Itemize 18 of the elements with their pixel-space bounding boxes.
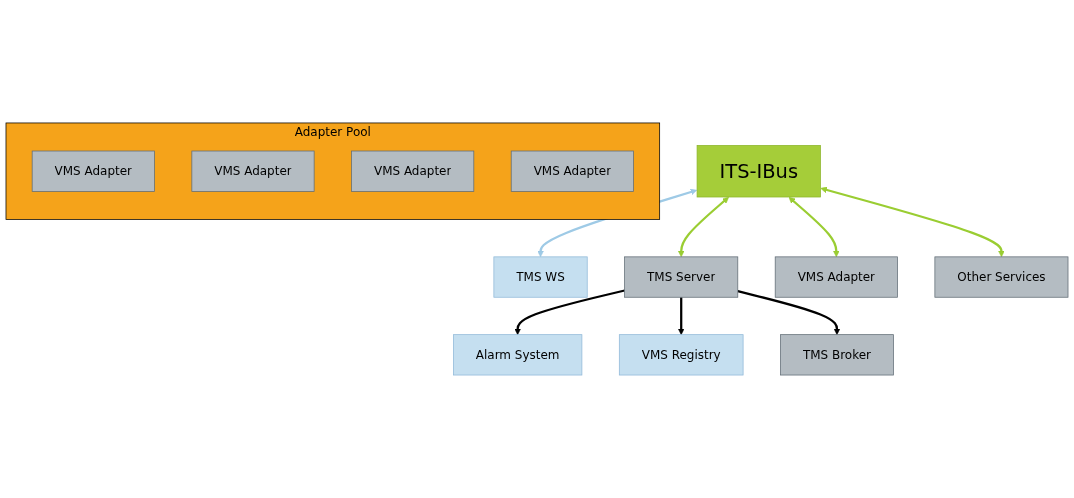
node-box: VMS Adapter xyxy=(774,256,898,298)
arrow xyxy=(820,186,1005,258)
arrow xyxy=(514,289,625,335)
node-box: TMS Broker xyxy=(780,334,894,376)
arrow xyxy=(677,196,729,258)
node-box: VMS Adapter xyxy=(191,150,315,192)
arrow xyxy=(737,290,841,335)
node-box: VMS Adapter xyxy=(351,150,475,192)
node-box: ITS-IBus xyxy=(696,145,821,198)
node-box: Alarm System xyxy=(453,334,583,376)
arrow xyxy=(677,297,685,335)
node-box: Other Services xyxy=(934,256,1069,298)
node-box: VMS Adapter xyxy=(31,150,155,192)
node-box: VMS Adapter xyxy=(510,150,634,192)
node-box: TMS Server xyxy=(624,256,739,298)
node-box: VMS Registry xyxy=(618,334,744,376)
node-box: TMS WS xyxy=(493,256,588,298)
arrow xyxy=(788,196,840,258)
